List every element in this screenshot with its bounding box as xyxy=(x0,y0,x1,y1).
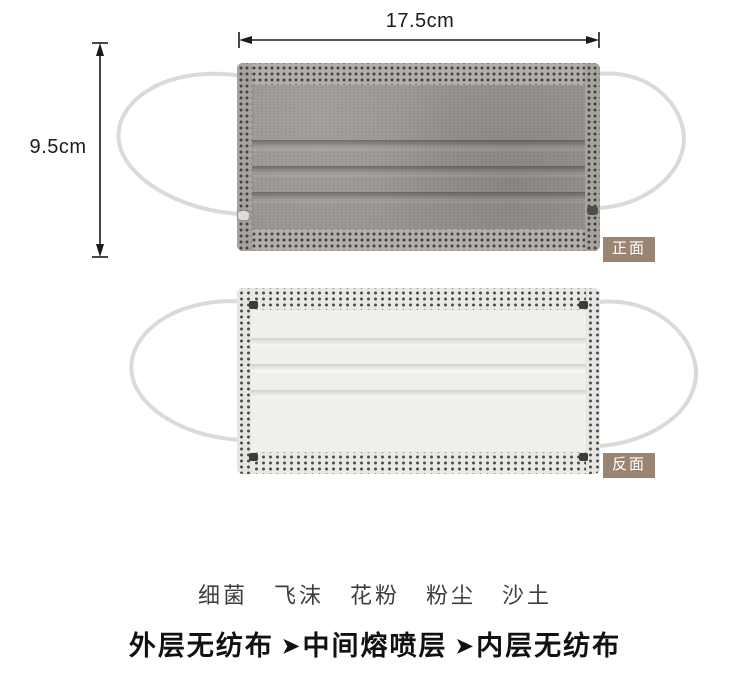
back-side-badge: 反面 xyxy=(603,453,656,478)
front-pleat xyxy=(252,192,585,203)
back-bottom-seal xyxy=(237,452,600,474)
back-earloop-weld xyxy=(249,453,258,461)
keyword-bacteria: 细菌 xyxy=(197,583,248,608)
mask-back-image xyxy=(237,288,600,474)
front-earloop-right xyxy=(596,71,686,210)
arrow-right-icon: ➤ xyxy=(281,634,302,658)
keyword-droplets: 飞沫 xyxy=(273,583,324,608)
front-left-seal xyxy=(237,63,252,251)
back-pleat xyxy=(251,364,586,374)
front-pleat xyxy=(252,140,585,151)
layer-inner: 内层无纺布 xyxy=(476,631,622,661)
back-pleat xyxy=(251,390,586,400)
front-top-seal xyxy=(237,63,600,85)
height-dimension-label: 9.5cm xyxy=(29,136,87,158)
back-earloop-weld xyxy=(579,453,588,461)
layer-outer: 外层无纺布 xyxy=(128,631,274,661)
mask-front-image xyxy=(237,63,600,251)
back-earloop-weld xyxy=(249,301,258,309)
front-pleat xyxy=(252,166,585,177)
back-earloop-weld xyxy=(579,301,588,309)
protection-keywords: 细菌 飞沫 花粉 粉尘 沙土 xyxy=(0,578,750,610)
back-left-seal xyxy=(237,288,251,474)
back-right-seal xyxy=(586,288,600,474)
back-earloop-left xyxy=(129,299,250,442)
back-pleat xyxy=(251,338,586,348)
front-earloop-weld-left xyxy=(238,211,249,220)
back-top-seal xyxy=(237,288,600,310)
layer-structure-text: 外层无纺布➤中间熔喷层➤内层无纺布 xyxy=(0,624,750,663)
front-earloop-left xyxy=(116,71,245,216)
width-dimension-arrow xyxy=(238,32,600,48)
front-side-badge: 正面 xyxy=(603,237,656,262)
keyword-dust: 粉尘 xyxy=(426,583,477,608)
front-bottom-seal xyxy=(237,229,600,251)
front-earloop-weld-right xyxy=(587,206,598,215)
layer-middle: 中间熔喷层 xyxy=(302,631,448,661)
arrow-right-icon: ➤ xyxy=(455,634,476,658)
keyword-sand: 沙土 xyxy=(502,583,553,608)
width-dimension-label: 17.5cm xyxy=(385,10,455,32)
keyword-pollen: 花粉 xyxy=(349,583,400,608)
back-earloop-right xyxy=(596,299,699,448)
height-dimension-arrow xyxy=(92,42,108,258)
front-right-seal xyxy=(585,63,600,251)
